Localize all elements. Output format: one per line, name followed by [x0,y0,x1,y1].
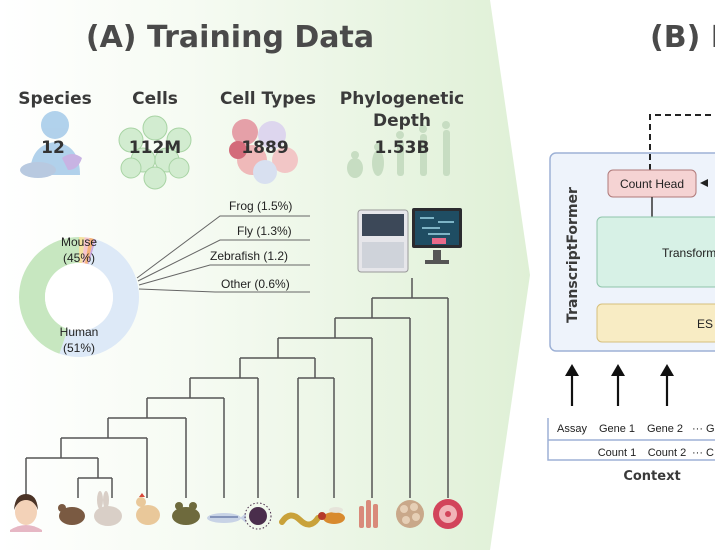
phylo-label-line2: Depth [373,111,431,131]
species-stat: Species 12 [18,89,92,178]
input-gene-1: Gene 1 [599,423,635,435]
species-donut-chart [19,237,140,358]
input-count-1: Count 1 [598,447,637,459]
count-head-input-arrow-icon [700,179,708,187]
species-label: Species [18,89,92,109]
model-name-label: TranscriptFormer [565,187,581,323]
donut-slice-zebrafish [84,237,94,265]
mouse-slice-name: Mouse [61,235,97,249]
rabbit-icon [94,491,122,526]
esm-box[interactable] [596,303,715,343]
species-value: 12 [41,138,65,158]
cells-cluster-icon [118,115,192,190]
count-head-label: Count Head [620,177,684,191]
frog-callout: Frog (1.5%) [229,199,292,213]
input-count-2: Count 2 [648,447,687,459]
sequencer-machine-icon [357,208,462,273]
esm-label: ES [697,317,713,331]
phylo-label-line1: Phylogenetic [340,89,465,109]
panel-a-title: (A) Training Data [86,20,374,55]
panel-b-title: (B) M [650,20,715,55]
phylogenetic-depth-stat: Phylogenetic Depth 1.53B [340,89,465,178]
donut-slice-other [87,238,97,265]
input-count-more: ··· C [692,447,714,459]
cell-types-stat: Cell Types 1889 [220,89,316,184]
mouse-icon [58,504,85,525]
mouse-silhouette-icon [20,162,56,178]
context-label: Context [623,469,680,484]
zebrafish-icon [207,513,246,523]
context-bracket [547,418,715,461]
donut-slice-mouse [19,237,79,354]
input-assay: Assay [557,423,587,435]
sea-urchin-icon [244,502,272,530]
human-slice-name: Human [60,325,99,339]
cell-types-label: Cell Types [220,89,316,109]
bird-silhouette-icon [62,154,82,170]
unicellular-organism-icon [433,499,463,529]
phylo-value: 1.53B [375,138,430,158]
evolution-silhouette-icon [347,121,450,178]
phylogenetic-tree [25,278,449,498]
cells-stat: Cells 112M [118,89,192,190]
transformer-label: Transform [662,246,715,260]
worm-icon [279,512,321,528]
cells-value: 112M [129,138,181,158]
transformer-box[interactable] [596,216,715,288]
mouse-slice-pct: (45%) [63,251,95,265]
chicken-icon [136,493,160,525]
fly-callout: Fly (1.3%) [237,224,292,238]
human-face-icon [10,494,42,532]
fly-icon [318,507,345,524]
cells-label: Cells [132,89,178,109]
donut-slice-frog [79,237,85,264]
donut-slice-human [59,239,140,358]
zebrafish-callout: Zebrafish (1.2) [210,249,288,263]
human-slice-pct: (51%) [63,341,95,355]
input-gene-2: Gene 2 [647,423,683,435]
input-gene-more: ··· G [692,423,715,435]
choanoflagellate-colony-icon [396,500,424,528]
cell-types-cluster-icon [229,119,298,184]
feedback-dashed-arrow [649,114,715,170]
sponge-icon [359,500,378,528]
donut-slice-fly [82,237,90,264]
donut-hole [45,263,113,331]
donut-callout-lines [136,215,310,293]
other-callout: Other (0.6%) [221,277,290,291]
frog-icon [172,502,200,525]
input-arrows [565,364,674,406]
cell-types-value: 1889 [241,138,288,158]
